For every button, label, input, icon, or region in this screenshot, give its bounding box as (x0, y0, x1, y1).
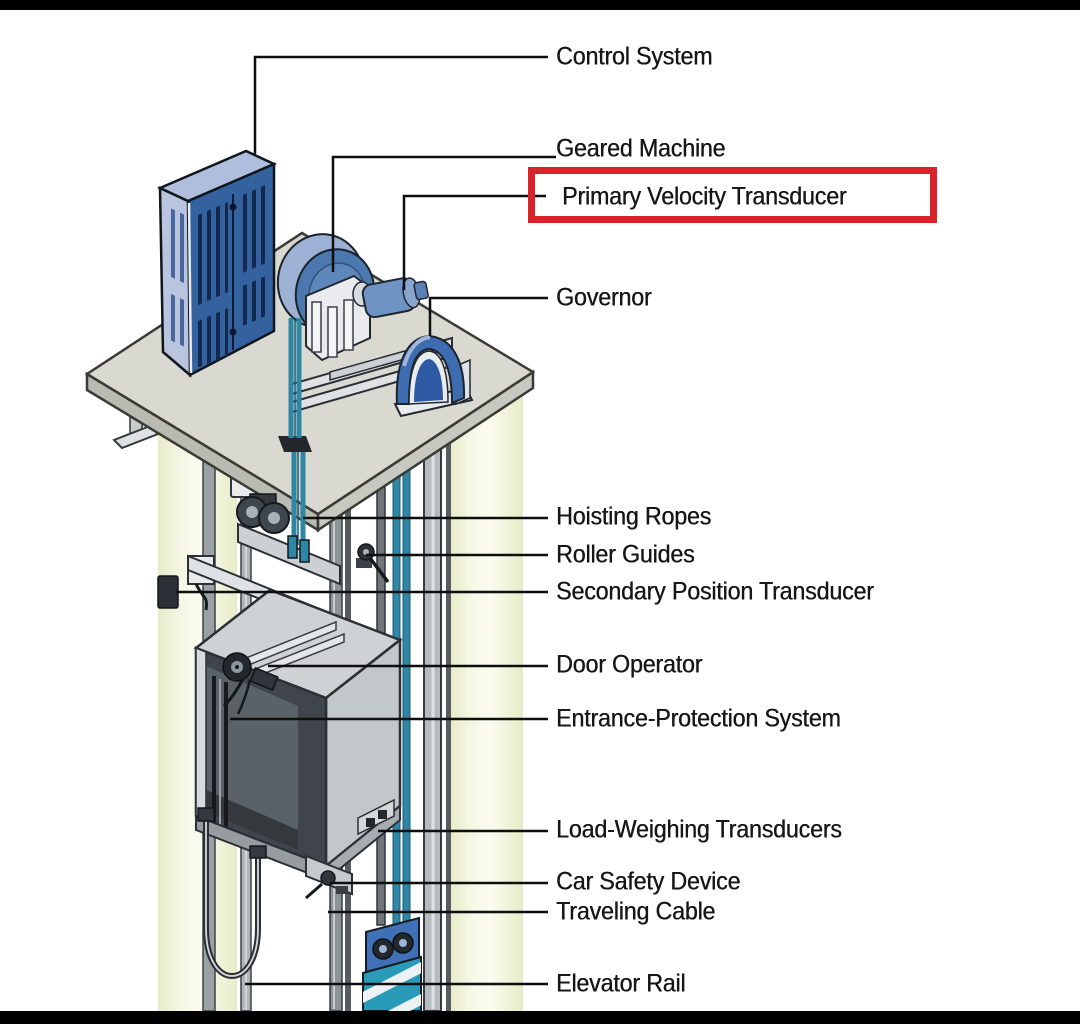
leader-primary-velocity-transducer (402, 194, 546, 290)
label-door-operator: Door Operator (556, 650, 703, 679)
rail-edge-dark (446, 440, 451, 1011)
traveling-cable-loop (197, 807, 267, 979)
top-frame-bar (0, 0, 1080, 10)
control-cabinet (156, 149, 278, 378)
label-governor: Governor (556, 283, 652, 312)
label-primary-velocity-transducer: Primary Velocity Transducer (562, 182, 847, 211)
load-weighing-transducers-device (357, 798, 395, 836)
label-control-system: Control System (556, 42, 713, 71)
highlight-box (528, 167, 937, 223)
label-entrance-protection-system: Entrance-Protection System (556, 704, 841, 733)
machine-motor (361, 277, 429, 319)
geared-machine (276, 233, 453, 438)
governor-device (393, 334, 474, 418)
bottom-frame-bar (0, 1011, 1080, 1024)
hoisting-ropes-to-car (287, 452, 310, 563)
label-car-safety-device: Car Safety Device (556, 867, 741, 896)
machine-room-ropes (288, 318, 302, 438)
primary-velocity-transducer-device (413, 280, 429, 301)
label-load-weighing-transducers: Load-Weighing Transducers (556, 815, 842, 844)
rope-slot (278, 436, 312, 452)
label-geared-machine: Geared Machine (556, 134, 726, 163)
leader-geared-machine (331, 155, 556, 272)
counterweight-rope (402, 467, 411, 939)
elevator-car (187, 452, 403, 900)
label-elevator-rail: Elevator Rail (556, 969, 686, 998)
label-secondary-position-transducer: Secondary Position Transducer (556, 577, 874, 606)
door-operator-device (222, 652, 279, 715)
leader-lines (176, 55, 556, 986)
car-safety-device (305, 854, 353, 900)
leader-control-system (253, 55, 548, 154)
leader-governor (428, 296, 548, 336)
label-traveling-cable: Traveling Cable (556, 897, 716, 926)
label-hoisting-ropes: Hoisting Ropes (556, 502, 712, 531)
label-roller-guides: Roller Guides (556, 540, 695, 569)
